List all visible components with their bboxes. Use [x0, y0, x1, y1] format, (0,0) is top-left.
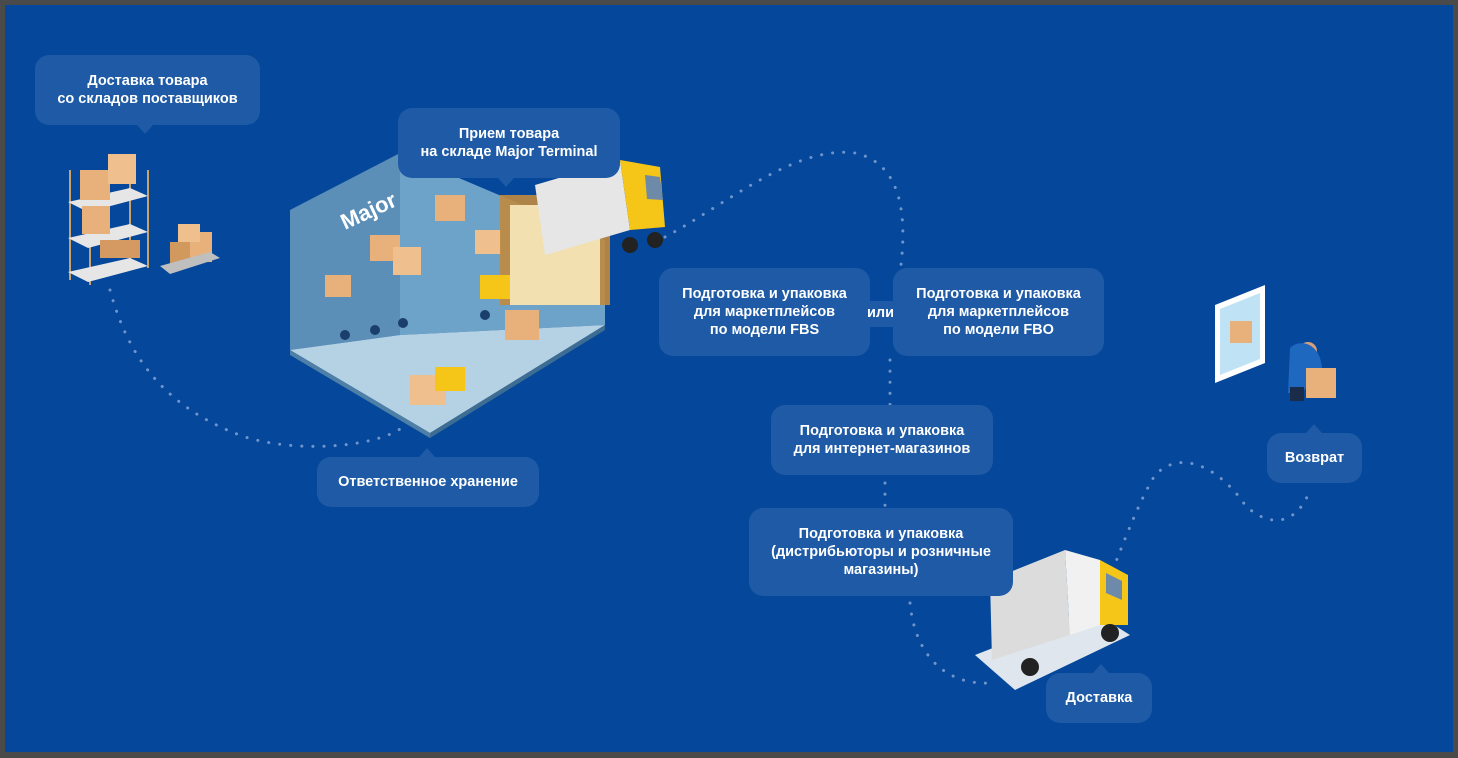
truck-icon	[535, 160, 665, 255]
step-distributors: Подготовка и упаковка (дистрибьюторы и р…	[749, 508, 1013, 596]
step-supplier-delivery: Доставка товара со складов поставщиков	[35, 55, 260, 134]
or-label: или	[867, 305, 895, 321]
step-storage-label: Ответственное хранение	[338, 474, 518, 490]
step-fbs: Подготовка и упаковка для маркетплейсов …	[659, 268, 870, 356]
warehouse-illustration: Major	[290, 153, 610, 438]
step-fbo: Подготовка и упаковка для маркетплейсов …	[893, 268, 1104, 356]
step-fbo-label: Подготовка и упаковка для маркетплейсов …	[916, 286, 1081, 338]
shelf-with-boxes-icon	[68, 154, 220, 285]
step-distributors-label: Подготовка и упаковка (дистрибьюторы и р…	[771, 526, 991, 578]
step-return: Возврат	[1267, 424, 1362, 483]
step-receiving-label: Прием товара на складе Major Terminal	[420, 126, 598, 160]
pallet-boxes-icon	[160, 252, 220, 274]
step-return-label: Возврат	[1284, 450, 1345, 466]
step-supplier-delivery-label: Доставка товара со складов поставщиков	[57, 73, 238, 107]
path-warehouse-to-fbs	[663, 150, 905, 275]
step-ecommerce-label: Подготовка и упаковка для интернет-магаз…	[793, 423, 971, 457]
courier-with-box-icon	[1288, 342, 1336, 401]
step-delivery-label: Доставка	[1065, 690, 1133, 706]
process-diagram: Major	[5, 5, 1453, 752]
step-delivery: Доставка	[1046, 664, 1152, 723]
path-distributors-to-delivery	[908, 601, 992, 685]
step-ecommerce: Подготовка и упаковка для интернет-магаз…	[771, 405, 993, 475]
step-fbs-label: Подготовка и упаковка для маркетплейсов …	[682, 286, 847, 338]
step-receiving: Прием товара на складе Major Terminal	[398, 108, 620, 187]
step-storage: Ответственное хранение	[317, 448, 539, 507]
tablet-box-icon	[1215, 285, 1336, 401]
